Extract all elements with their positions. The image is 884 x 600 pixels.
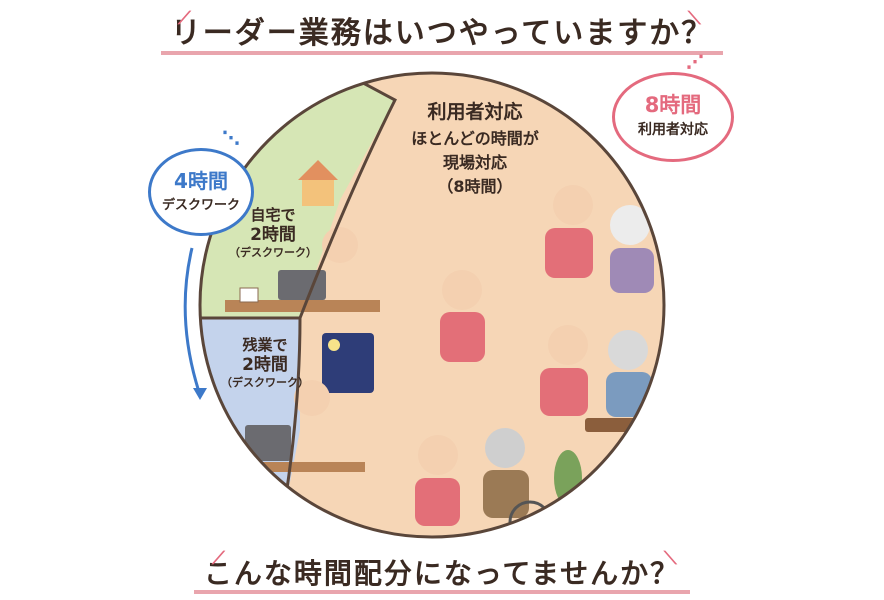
bubble-left-hours: 4時間 — [174, 169, 228, 193]
overtime-line-2: 2時間 — [242, 354, 288, 375]
moon-icon — [328, 339, 340, 351]
house-icon — [298, 160, 338, 180]
staff-home-figure — [322, 227, 358, 263]
staff-wheelchair-uniform — [415, 478, 460, 526]
desk-home — [225, 300, 380, 312]
elder-woman-figure — [610, 205, 650, 245]
staff-walking-figure — [442, 270, 482, 310]
bubble-desk-work: 4時間 デスクワーク — [148, 148, 254, 236]
title: リーダー業務はいつやっていますか？ — [0, 8, 884, 55]
plant-icon — [554, 450, 582, 506]
desk-overtime — [225, 462, 365, 472]
sparkle-icon: ⋱ — [222, 128, 240, 149]
care-line-3: 現場対応 — [442, 152, 507, 172]
home-line-1: 自宅で — [250, 206, 296, 224]
pie-outline — [198, 71, 666, 539]
staff-walking-uniform — [440, 312, 485, 362]
staff-feeding-figure — [548, 325, 588, 365]
segment-care-label: 利用者対応 ほとんどの時間が 現場対応 （8時間） — [390, 98, 560, 199]
staff-overtime-figure — [294, 380, 330, 416]
sparkle-icon: ⟋ — [178, 8, 191, 29]
sparkle-icon: ⋰ — [686, 52, 704, 73]
overtime-line-3: （デスクワーク） — [221, 376, 309, 389]
staff-assist-uniform — [545, 228, 593, 278]
house-body — [302, 180, 334, 206]
bubble-right-label: 利用者対応 — [638, 122, 708, 138]
bubble-right-hours: 8時間 — [644, 93, 702, 117]
title-text: リーダー業務はいつやっていますか？ — [160, 16, 724, 55]
staff-feeding-uniform — [540, 368, 588, 416]
elder-wheelchair-figure — [485, 428, 525, 468]
bracket-arrow — [183, 247, 202, 396]
sparkle-icon: ⟍ — [688, 8, 701, 29]
home-line-3: （デスクワーク） — [229, 246, 317, 259]
sparkle-icon: ⟍ — [664, 548, 677, 569]
arrow-head-icon — [193, 388, 207, 400]
bubble-care-work: 8時間 利用者対応 — [612, 72, 734, 162]
coffee-cup-icon — [239, 287, 259, 303]
elder-woman-clothes — [610, 248, 654, 293]
meal-tray — [585, 418, 647, 432]
care-line-2: ほとんどの時間が — [411, 128, 539, 148]
elder-man-figure — [608, 330, 648, 370]
bubble-left-label: デスクワーク — [161, 198, 240, 213]
overtime-line-1: 残業で — [242, 336, 288, 354]
home-line-2: 2時間 — [250, 224, 296, 245]
laptop-icon — [278, 270, 326, 300]
sparkle-icon: ⟋ — [212, 548, 225, 569]
staff-wheelchair-figure — [418, 435, 458, 475]
staff-assist-figure — [553, 185, 593, 225]
segment-overtime-label: 残業で 2時間 （デスクワーク） — [220, 336, 310, 390]
footer-caption: こんな時間配分になってませんか？ — [0, 552, 884, 594]
care-line-4: （8時間） — [437, 176, 513, 196]
care-line-1: 利用者対応 — [427, 101, 523, 123]
segment-home-label: 自宅で 2時間 （デスクワーク） — [228, 206, 318, 260]
elder-wheelchair-clothes — [483, 470, 529, 518]
footer-text: こんな時間配分になってませんか？ — [193, 557, 691, 594]
laptop-icon — [245, 425, 291, 461]
